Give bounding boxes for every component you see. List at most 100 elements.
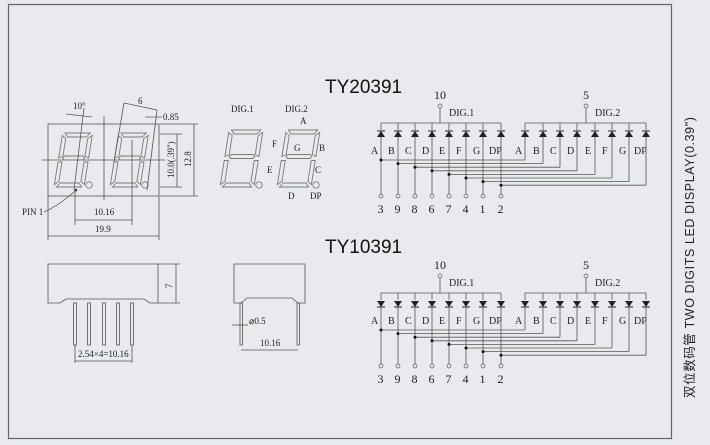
junction-dot	[413, 165, 417, 169]
segment-b	[254, 131, 264, 158]
digit-pitch-label: 10.16	[94, 207, 115, 217]
pin-terminal	[378, 193, 384, 199]
digit-label: DIG.2	[595, 108, 620, 119]
segment-d	[278, 182, 310, 188]
diode-icon	[642, 301, 650, 307]
pin-number: 3	[378, 372, 384, 386]
junction-dot	[379, 328, 383, 332]
diode-icon	[445, 301, 453, 307]
pin-terminal	[429, 193, 435, 199]
height-label: 7	[164, 283, 174, 288]
diode-icon	[521, 131, 529, 137]
end-pin	[239, 302, 243, 346]
diode-icon	[411, 301, 419, 307]
front-digit-1	[53, 132, 93, 189]
pin-terminal	[446, 193, 452, 199]
angle-label: 10°	[73, 101, 86, 111]
common-pin-terminal	[583, 273, 589, 279]
segment-label: DP	[634, 316, 647, 327]
pin-number: 9	[395, 202, 401, 216]
diode-icon	[521, 301, 529, 307]
segment-g	[62, 155, 86, 161]
pin-terminal	[395, 193, 401, 199]
common-pin-terminal	[583, 103, 589, 109]
pin-number: 2	[498, 202, 504, 216]
pin-terminal	[395, 363, 401, 369]
diode-icon	[539, 301, 547, 307]
seg-label-g: G	[294, 143, 301, 153]
segment-g	[228, 154, 256, 159]
side-view: 7 2.54×4=10.16 ⌀0.5 10.16	[47, 263, 306, 363]
segment-label: B	[533, 316, 540, 327]
pin-terminal	[498, 193, 504, 199]
pin-terminal	[480, 363, 486, 369]
diode-icon	[479, 131, 487, 137]
segment-label: C	[550, 316, 557, 327]
common-pin-terminal	[437, 103, 443, 109]
segment-label: G	[619, 316, 626, 327]
junction-dot	[447, 172, 451, 176]
segment-e	[276, 160, 286, 186]
decimal-point	[141, 181, 149, 189]
segment-e	[109, 161, 119, 186]
segment-label: F	[456, 146, 462, 157]
junction-dot	[379, 158, 383, 162]
diode-icon	[377, 301, 385, 307]
digit-label: DIG.1	[449, 108, 474, 119]
segment-label: DP	[634, 146, 647, 157]
pin-number: 8	[412, 372, 418, 386]
body-width-label: 19.9	[95, 224, 111, 234]
pin-number: 6	[429, 372, 435, 386]
diode-icon	[377, 131, 385, 137]
pinout-digit-2	[276, 129, 321, 189]
title-ty10391: TY10391	[325, 237, 402, 258]
segment-label: F	[602, 146, 608, 157]
diode-icon	[625, 301, 633, 307]
pin-number: 1	[480, 202, 486, 216]
segment-label: D	[567, 146, 574, 157]
seg-width-dim	[123, 102, 158, 111]
segment-a	[287, 129, 319, 135]
junction-dot	[499, 353, 503, 357]
pin-terminal	[412, 193, 418, 199]
pin	[130, 302, 134, 346]
segment-g	[118, 155, 142, 161]
segment-label: C	[405, 316, 412, 327]
dp-size-label: 0.85	[163, 112, 179, 122]
segment-d	[55, 182, 83, 188]
pin-terminal	[429, 363, 435, 369]
pin-terminal	[463, 363, 469, 369]
seg-label-f: F	[272, 139, 277, 149]
segment-label: A	[371, 146, 379, 157]
diode-icon	[497, 301, 505, 307]
diode-icon	[573, 131, 581, 137]
pin1-label: PIN 1	[22, 207, 43, 217]
pin-number: 3	[378, 202, 384, 216]
diode-icon	[462, 131, 470, 137]
segment-c	[250, 160, 259, 186]
junction-dot	[481, 180, 485, 184]
segment-label: B	[388, 316, 395, 327]
segment-label: E	[439, 146, 445, 157]
common-pin-terminal	[437, 273, 443, 279]
segment-a	[230, 129, 262, 135]
segment-b	[140, 134, 149, 159]
segment-a	[120, 132, 148, 138]
diode-icon	[479, 301, 487, 307]
pin-terminal	[412, 363, 418, 369]
diode-icon	[539, 131, 547, 137]
seg-width-ext	[146, 109, 158, 191]
diode-icon	[608, 301, 616, 307]
seg-label-b: B	[319, 143, 325, 153]
segment-label: G	[473, 316, 480, 327]
diode-icon	[497, 131, 505, 137]
diode-icon	[642, 131, 650, 137]
diode-icon	[411, 131, 419, 137]
common-pin-number: 5	[583, 258, 589, 272]
seg-label-d: D	[288, 191, 295, 201]
junction-dot	[447, 342, 451, 346]
junction-dot	[396, 332, 400, 336]
end-body	[233, 263, 306, 304]
